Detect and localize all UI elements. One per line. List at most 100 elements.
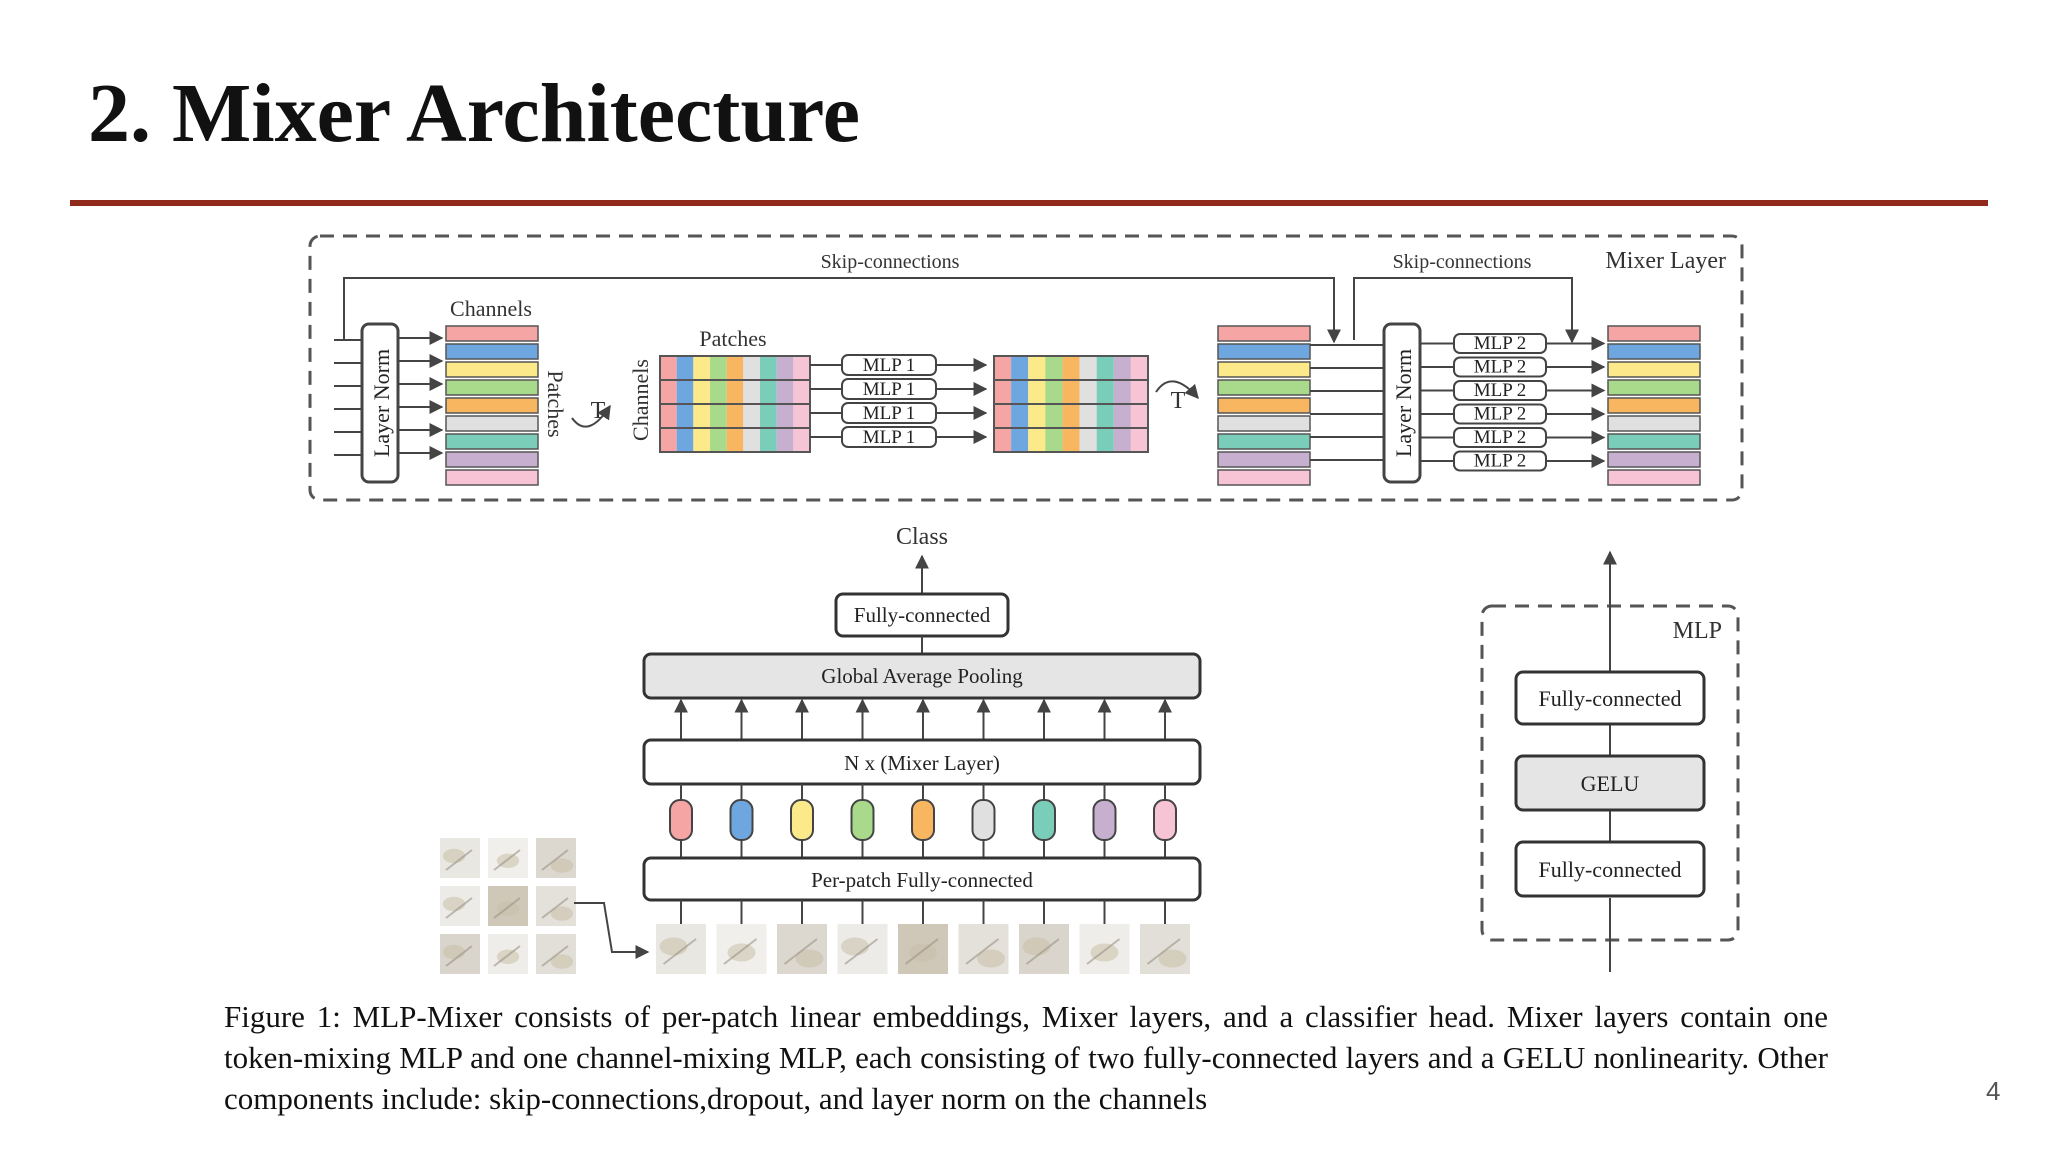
channel-strip [445,469,539,486]
transpose-label: T [1171,388,1186,414]
image-patch-detail [442,944,466,960]
image-patch-detail [541,849,569,871]
mixer-layer-stack-label: N x (Mixer Layer) [844,751,1000,775]
patches-label: Patches [699,326,766,351]
channels-label: Channels [450,296,532,321]
mixer-layer-frame [308,234,1744,502]
transpose-arrow [571,404,611,428]
patch-input-lines [680,900,1166,924]
channel-strip [1607,469,1701,486]
skip-connection-line [343,277,1341,344]
image-patch-detail [844,938,879,965]
image-patch-detail [493,849,521,871]
token-pill [1032,799,1056,841]
channel-stack-1 [445,325,539,486]
layer-norm-label: Layer Norm [1391,349,1416,457]
token-pill [790,799,814,841]
mlp2-label: MLP 2 [1474,333,1527,354]
channel-strip [1607,415,1701,432]
token-pill [911,799,935,841]
image-patch [958,924,1009,974]
image-patch-detail [445,945,473,967]
mlp1-box [841,426,937,448]
skip-connection-line [1353,277,1579,344]
token-pill [971,799,996,841]
channel-strip [1217,343,1311,360]
image-patch-detail [550,954,574,969]
patch-sequence [656,924,1190,974]
mlp1-box [841,402,937,424]
channel-strip [1607,361,1701,378]
mlp1-label: MLP 1 [863,379,916,400]
token-pill [669,799,693,841]
channel-strip [1607,397,1701,414]
global-average-pooling-label: Global Average Pooling [821,664,1023,688]
channel-stack-2 [1217,325,1311,486]
mlp2-label: MLP 2 [1474,404,1527,425]
image-patch-detail [783,938,818,965]
image-patch-detail [493,897,521,919]
mlp2-box [1453,403,1547,425]
per-patch-fully-connected-label: Per-patch Fully-connected [811,868,1033,892]
mlp1-label: MLP 1 [863,355,916,376]
channel-strip [445,361,539,378]
mlp1-label: MLP 1 [863,427,916,448]
patches-label: Patches [543,370,568,437]
channel-strip [445,325,539,342]
transpose-arrow [1155,380,1199,400]
class-label: Class [896,524,948,550]
figure-caption: Figure 1: MLP-Mixer consists of per-patc… [224,999,1828,1116]
mlp2-label: MLP 2 [1474,427,1527,448]
layer-norm-2 [1382,322,1422,484]
mlp-fully-connected-top [1514,670,1706,726]
image-patch-detail [442,896,466,912]
channel-strip [1607,433,1701,450]
image-patch-detail [723,938,758,965]
channel-strip [445,451,539,468]
channel-stack-3 [1607,325,1701,486]
page-number: 4 [1986,1076,2001,1106]
image-patch-detail [541,897,569,919]
channel-strip [445,433,539,450]
channel-strip [1607,451,1701,468]
global-average-pooling [642,652,1202,700]
pill-connectors [680,784,1166,858]
mlp1-box [841,354,937,376]
image-patch-detail [550,906,574,921]
channel-strip [1217,433,1311,450]
channel-arrows [398,331,444,460]
token-pill [1153,799,1177,841]
image-patch-detail [659,937,688,956]
skip-connections-label: Skip-connections [1393,251,1532,273]
image-grid [440,838,576,974]
mlp-fully-connected-top-label: Fully-connected [1539,686,1682,711]
mlp1-label: MLP 1 [863,403,916,424]
image-patch-detail [904,938,939,965]
channels-label: Channels [628,359,653,441]
mlp-fully-connected-bottom-label: Fully-connected [1539,857,1682,882]
token-pill [1092,799,1117,841]
image-patch-detail [550,858,574,873]
patch-sequence-arrow [574,902,650,959]
channel-strip [1217,469,1311,486]
slide-title: 2. Mixer Architecture [88,67,861,160]
channel-strip [445,379,539,396]
channel-strip [1217,415,1311,432]
image-patch-detail [977,949,1005,968]
image-patch-detail [1025,938,1060,965]
patch-grid-border [659,355,811,453]
mixer-layer-label: Mixer Layer [1605,248,1726,274]
image-patch-detail [445,897,473,919]
image-patch-detail [541,945,569,967]
image-patch-detail [445,849,473,871]
channel-strip [445,343,539,360]
title-divider [70,200,1988,206]
patch-grid-1 [659,355,811,453]
image-patch-detail [493,945,521,967]
mlp1-column: MLP 1 MLP 1 MLP 1 MLP 1 [810,354,988,448]
layer-norm-1 [360,322,400,484]
fully-connected-head-label: Fully-connected [854,603,991,627]
mlp-block-label: MLP [1673,618,1722,644]
